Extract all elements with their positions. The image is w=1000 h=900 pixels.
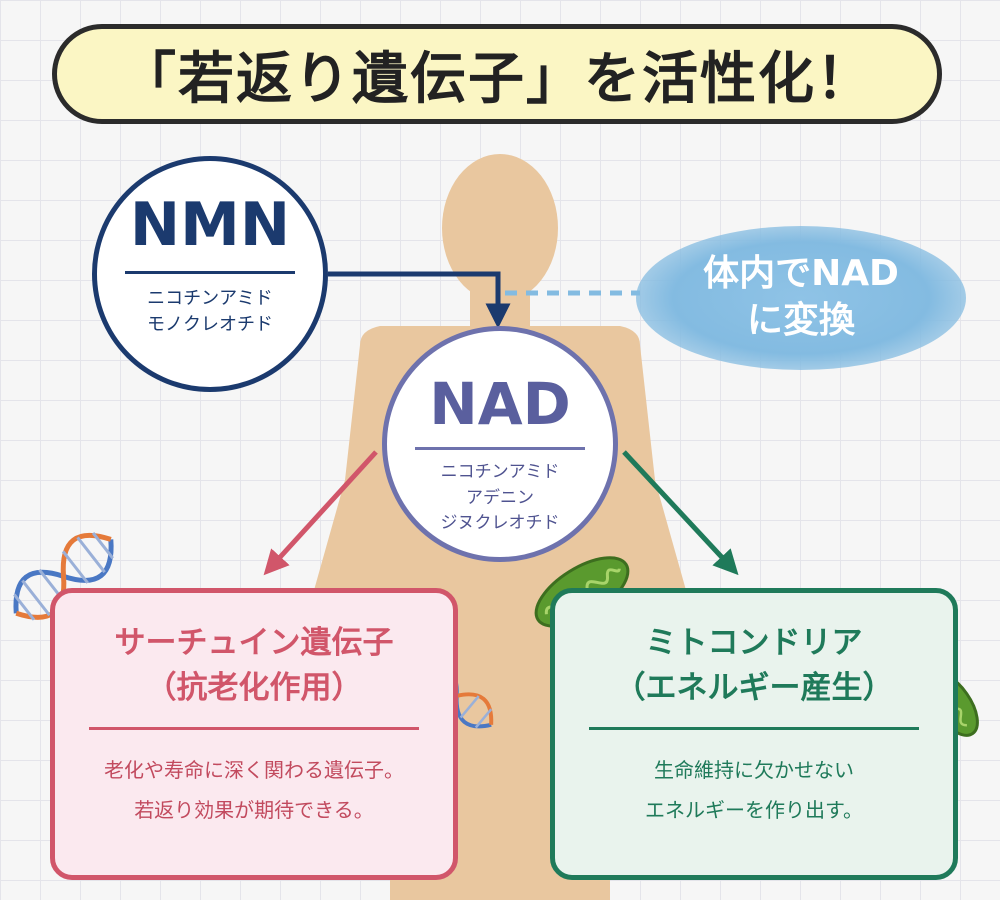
mitochondria-title-line: （エネルギー産生） (614, 669, 894, 706)
mitochondria-desc-line: 生命維持に欠かせない (654, 757, 854, 782)
sirtuin-divider (89, 726, 419, 730)
mitochondria-box: ミトコンドリア （エネルギー産生） 生命維持に欠かせない エネルギーを作り出す。 (550, 588, 958, 880)
sirtuin-box: サーチュイン遺伝子 （抗老化作用） 老化や寿命に深く関わる遺伝子。 若返り効果が… (50, 588, 458, 880)
mitochondria-title-line: ミトコンドリア (645, 625, 863, 661)
title-banner: 「若返り遺伝子」を活性化！ (52, 24, 942, 124)
sirtuin-title-line: サーチュイン遺伝子 (114, 625, 394, 661)
dna-icon (13, 532, 114, 621)
nad-subtitle: ニコチンアミド アデニン ジヌクレオチド (441, 460, 560, 537)
nmn-subtitle: ニコチンアミド モノクレオチド (147, 286, 273, 338)
sirtuin-title: サーチュイン遺伝子 （抗老化作用） (115, 621, 394, 711)
note-line: に変換 (746, 300, 855, 341)
nad-divider (415, 447, 585, 450)
nad-to-mitochondria-arrow (622, 450, 739, 576)
nmn-name: NMN (129, 190, 291, 260)
nad-name: NAD (429, 370, 571, 438)
nmn-circle: NMN ニコチンアミド モノクレオチド (92, 156, 328, 392)
nad-to-sirtuin-arrow (263, 450, 378, 576)
sirtuin-title-line: （抗老化作用） (145, 669, 363, 706)
note-line: 体内でNAD (703, 253, 899, 295)
nmn-subtitle-line: モノクレオチド (147, 314, 273, 336)
nad-subtitle-line: ニコチンアミド (440, 462, 560, 482)
nad-subtitle-line: ジヌクレオチド (440, 513, 560, 533)
sirtuin-desc-line: 若返り効果が期待できる。 (134, 797, 374, 822)
mitochondria-divider (589, 726, 919, 730)
sirtuin-description: 老化や寿命に深く関わる遺伝子。 若返り効果が期待できる。 (104, 750, 404, 830)
nmn-divider (125, 271, 295, 274)
connector-lines (263, 271, 739, 576)
mitochondria-desc-line: エネルギーを作り出す。 (645, 797, 863, 822)
mitochondria-description: 生命維持に欠かせない エネルギーを作り出す。 (645, 750, 863, 830)
nmn-subtitle-line: ニコチンアミド (147, 288, 273, 309)
nad-circle: NAD ニコチンアミド アデニン ジヌクレオチド (382, 326, 618, 562)
nmn-to-nad-arrow (328, 271, 511, 329)
page-title: 「若返り遺伝子」を活性化！ (120, 46, 874, 112)
sirtuin-desc-line: 老化や寿命に深く関わる遺伝子。 (104, 757, 404, 782)
nad-subtitle-line: アデニン (466, 487, 534, 508)
mitochondria-title: ミトコンドリア （エネルギー産生） (615, 621, 894, 711)
conversion-note-cloud: 体内でNAD に変換 (636, 226, 966, 370)
